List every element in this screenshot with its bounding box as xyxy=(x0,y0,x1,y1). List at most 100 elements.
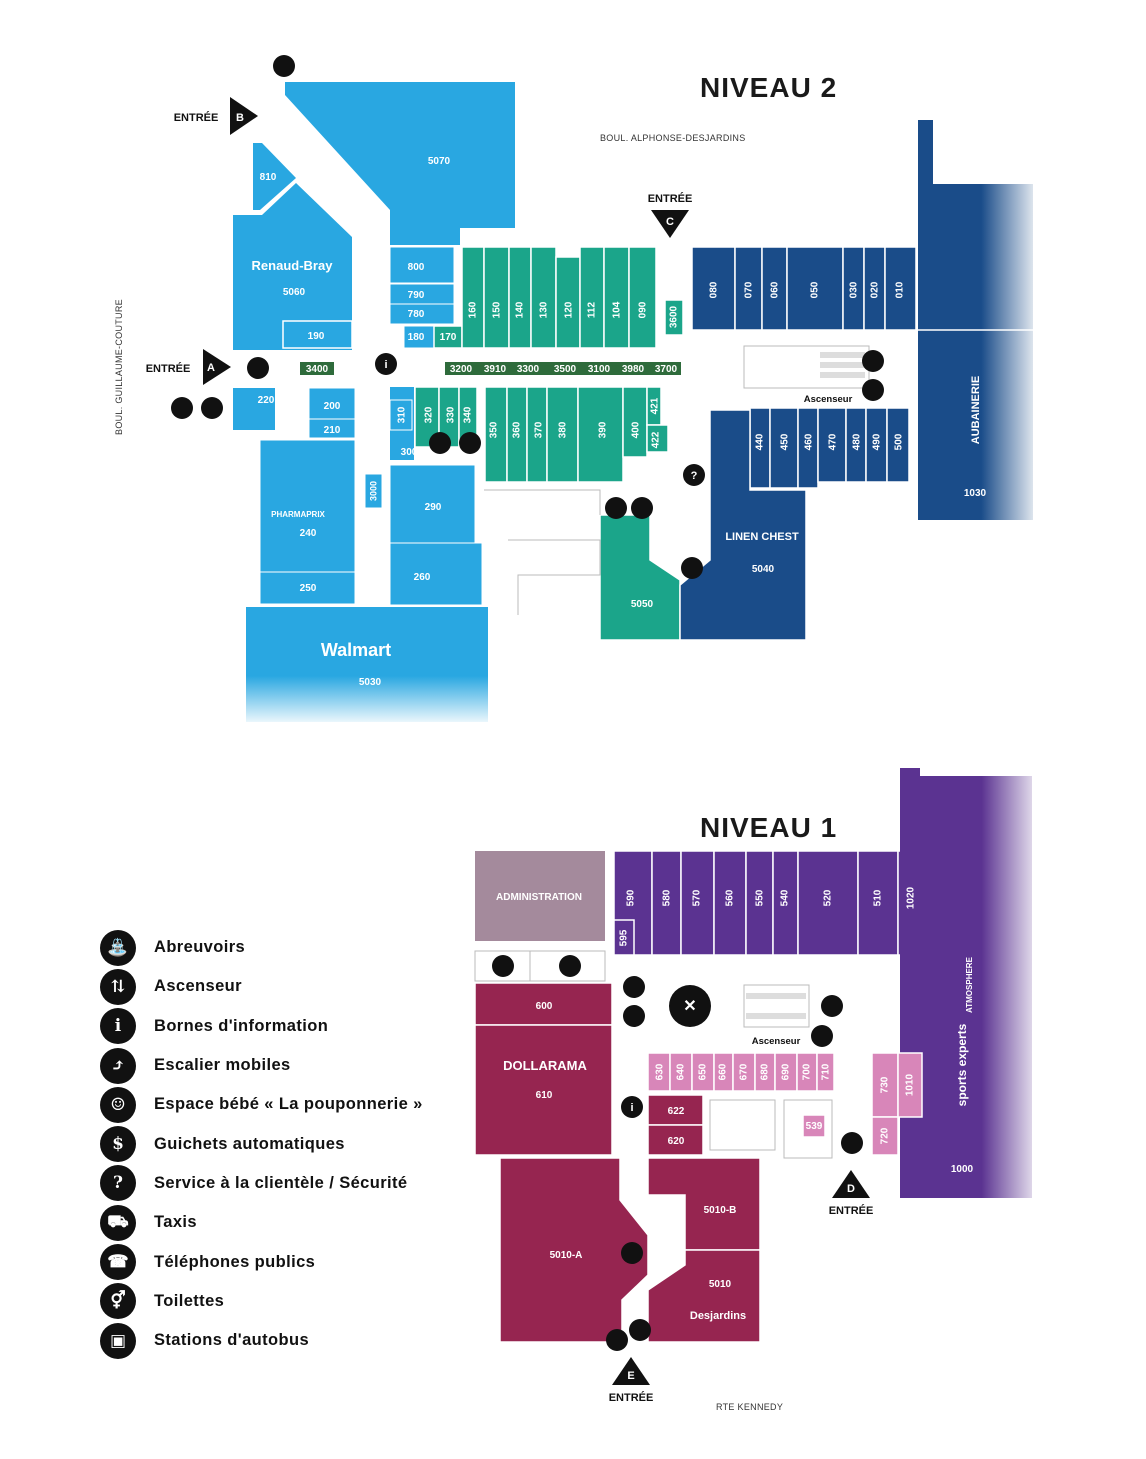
map-label-u780: 780 xyxy=(408,309,425,320)
map-label-u810: 810 xyxy=(260,172,277,183)
store-1030-body[interactable] xyxy=(918,184,1033,520)
map-label-u620: 620 xyxy=(668,1136,685,1147)
map-label-u120: 120 xyxy=(564,301,575,318)
legend-item: ☎Téléphones publics xyxy=(100,1242,423,1281)
map-label-b: B xyxy=(236,112,244,124)
map-label-0: 3400 xyxy=(306,364,329,375)
store-190[interactable] xyxy=(282,320,353,349)
water-fountain-icon xyxy=(631,497,653,519)
map-label-u070: 070 xyxy=(744,281,755,298)
map-label-renaud_num: 5060 xyxy=(283,287,306,298)
map-label-aubainerie_num: 1030 xyxy=(964,488,987,499)
store-210[interactable] xyxy=(308,418,356,439)
map-label-u480: 480 xyxy=(852,433,863,450)
map-label-u700: 700 xyxy=(802,1063,813,1080)
store-810[interactable] xyxy=(253,143,296,210)
map-label-u370: 370 xyxy=(534,421,545,438)
map-label-label: ENTRÉE xyxy=(609,1391,654,1404)
map-label-u170: 170 xyxy=(440,332,457,343)
map-label-dollarama_num: 610 xyxy=(536,1090,553,1101)
map-label-u720: 720 xyxy=(880,1127,891,1144)
store-800[interactable] xyxy=(389,246,455,284)
map-label-u060: 060 xyxy=(770,281,781,298)
map-label-linen_num: 5040 xyxy=(752,564,775,575)
legend-label: Stations d'autobus xyxy=(154,1331,310,1350)
map-labels: ENTRÉEENTRÉEENTRÉEBAC5070810Renaud-Bray5… xyxy=(146,111,987,1404)
map-label-e: E xyxy=(627,1370,634,1382)
restroom-icon xyxy=(559,955,581,977)
map-label-u1020: 1020 xyxy=(906,886,917,909)
escalator-icon xyxy=(621,1242,643,1264)
map-label-u104: 104 xyxy=(612,301,623,318)
entrance-b-marker[interactable] xyxy=(230,97,258,135)
phone-icon xyxy=(623,1005,645,1027)
map-label-u112: 112 xyxy=(587,301,598,318)
map-label-u190: 190 xyxy=(308,331,325,342)
map-label-linen: LINEN CHEST xyxy=(725,531,799,543)
baby-icon xyxy=(492,955,514,977)
map-label-walmart: Walmart xyxy=(321,640,391,660)
store-1000-body[interactable] xyxy=(920,776,1032,1198)
water-fountain-icon xyxy=(459,432,481,454)
map-label-u010: 010 xyxy=(895,281,906,298)
entrance-c-marker[interactable] xyxy=(651,210,689,238)
street-south: RTE KENNEDY xyxy=(716,1402,784,1412)
store-5070[interactable] xyxy=(285,82,515,245)
map-label-u630: 630 xyxy=(655,1063,666,1080)
map-label-u520: 520 xyxy=(823,889,834,906)
map-label-label: ENTRÉE xyxy=(829,1204,874,1217)
street-north: BOUL. ALPHONSE-DESJARDINS xyxy=(600,133,746,143)
level-1-map xyxy=(474,768,1032,1343)
elevator-icon: ⇅ xyxy=(100,968,136,1005)
map-label-n1000: 1000 xyxy=(951,1164,974,1175)
map-label-u680: 680 xyxy=(760,1063,771,1080)
info-icon xyxy=(375,353,397,375)
map-label-u500: 500 xyxy=(894,433,905,450)
legend-label: Bornes d'information xyxy=(154,1016,329,1035)
map-label-u421: 421 xyxy=(650,397,661,414)
escalator-icon xyxy=(821,995,843,1017)
entrance-d-marker[interactable] xyxy=(832,1170,870,1198)
legend-item: ⛲Abreuvoirs xyxy=(100,928,423,967)
store-260[interactable] xyxy=(389,542,483,606)
svg-text:✕: ✕ xyxy=(683,998,696,1015)
map-label-u650: 650 xyxy=(698,1063,709,1080)
legend-label: Espace bébé « La pouponnerie » xyxy=(154,1095,423,1114)
restroom-icon xyxy=(605,497,627,519)
map-label-u790: 790 xyxy=(408,290,425,301)
entrance-e-marker[interactable] xyxy=(612,1357,650,1385)
map-label-label: ENTRÉE xyxy=(146,362,191,375)
store-admin[interactable] xyxy=(475,851,605,941)
map-label-d: D xyxy=(847,1183,855,1195)
phone-icon xyxy=(841,1132,863,1154)
elevator-icon xyxy=(811,1025,833,1047)
map-label-u130: 130 xyxy=(539,301,550,318)
entrance-a-marker[interactable] xyxy=(203,349,231,385)
escalator-icon xyxy=(862,350,884,372)
phone-icon: ☎ xyxy=(100,1244,136,1281)
map-label-u360: 360 xyxy=(512,421,523,438)
store-1000[interactable] xyxy=(900,768,920,1198)
store-290[interactable] xyxy=(389,464,476,544)
escalator-icon xyxy=(681,557,703,579)
store-3000[interactable] xyxy=(364,473,383,509)
map-label-u340: 340 xyxy=(463,406,474,423)
map-label-u3000: 3000 xyxy=(368,481,378,501)
map-label-u440: 440 xyxy=(755,433,766,450)
store-5030[interactable] xyxy=(246,607,488,722)
map-label-u640: 640 xyxy=(676,1063,687,1080)
store-5060[interactable] xyxy=(233,183,352,350)
store-240[interactable] xyxy=(259,439,356,573)
legend-item: $Guichets automatiques xyxy=(100,1124,423,1163)
bus-icon: ▣ xyxy=(100,1322,136,1359)
bus-icon xyxy=(273,55,295,77)
map-label-u460: 460 xyxy=(804,433,815,450)
map-label-u1010: 1010 xyxy=(905,1073,916,1096)
taxi-icon xyxy=(201,397,223,419)
store-250[interactable] xyxy=(259,571,356,605)
walkway-left xyxy=(233,388,275,430)
store-310[interactable] xyxy=(389,399,413,431)
legend-label: Service à la clientèle / Sécurité xyxy=(154,1173,408,1192)
map-label-5: 3100 xyxy=(588,364,611,375)
